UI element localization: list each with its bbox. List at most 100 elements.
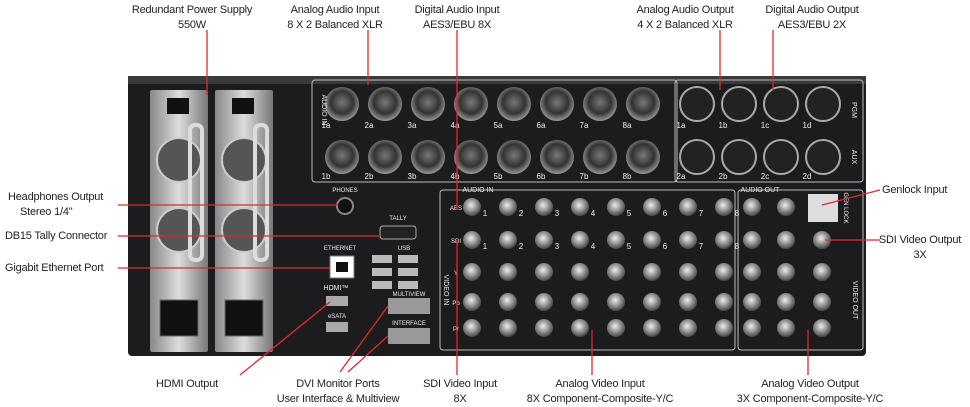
power-switch-icon (167, 98, 189, 114)
bnc-connector (571, 263, 589, 281)
xlr-input-4a (454, 87, 488, 121)
multiview-label: MULTIVIEW (393, 292, 426, 298)
bnc-number: 4 (591, 209, 596, 218)
xlr-input-2a (368, 87, 402, 121)
xlr-label: 1b (719, 121, 728, 130)
audio-in-section (311, 79, 678, 183)
phones-label: PHONES (332, 188, 357, 194)
bnc-connector (607, 198, 625, 216)
callout-text: Analog Audio Output (636, 4, 734, 16)
xlr-output-1c (763, 86, 799, 122)
xlr-label: 6a (537, 121, 546, 130)
bnc-output-connector (813, 231, 831, 249)
bnc-connector (607, 319, 625, 337)
bnc-connector (679, 293, 697, 311)
power-supply-2 (215, 90, 273, 352)
bnc-output-connector (813, 293, 831, 311)
callout-text: HDMI Output (156, 378, 218, 390)
xlr-output-2d (805, 139, 841, 175)
callout-text: Stereo 1/4" (20, 206, 73, 218)
bnc-connector (535, 198, 553, 216)
bnc-number: 5 (627, 242, 632, 251)
xlr-input-7a (583, 87, 617, 121)
bnc-connector (571, 319, 589, 337)
bnc-number: 3 (555, 209, 560, 218)
xlr-label: 2b (719, 172, 728, 181)
bnc-output-connector (777, 198, 795, 216)
xlr-input-3b (411, 140, 445, 174)
bnc-connector (679, 231, 697, 249)
hdmi-label: HDMI™ (324, 285, 349, 292)
callout-genlock: Genlock Input (882, 183, 947, 198)
callout-hdmi: HDMI Output (156, 377, 218, 392)
bnc-number: 2 (519, 242, 524, 251)
xlr-input-1b (325, 140, 359, 174)
pgm-label: PGM (850, 102, 857, 118)
tally-label: TALLY (389, 216, 406, 222)
bnc-output-connector (813, 263, 831, 281)
bnc-number: 1 (483, 209, 488, 218)
bnc-output-connector (743, 198, 761, 216)
callout-text: Redundant Power Supply (131, 4, 253, 16)
bnc-connector (715, 293, 733, 311)
xlr-label: 1c (761, 121, 769, 130)
bnc-connector (463, 231, 481, 249)
xlr-input-7b (583, 140, 617, 174)
bnc-connector (535, 263, 553, 281)
xlr-label: 5b (494, 172, 503, 181)
bnc-connector (643, 319, 661, 337)
xlr-input-2b (368, 140, 402, 174)
xlr-label: 4b (451, 172, 460, 181)
xlr-label: 4a (451, 121, 460, 130)
ethernet-socket (336, 262, 348, 272)
xlr-label: 7a (580, 121, 589, 130)
xlr-output-1d (805, 86, 841, 122)
xlr-label: 1a (677, 121, 686, 130)
dvi-interface-port-icon (388, 328, 430, 344)
dvi-multiview-port-icon (388, 298, 430, 314)
bnc-connector (571, 198, 589, 216)
callout-text: Digital Audio Input (414, 4, 500, 16)
ethernet-label: ETHERNET (324, 246, 357, 252)
bnc-connector (715, 263, 733, 281)
callout-text: AES3/EBU 8X (422, 19, 492, 31)
bnc-connector (571, 231, 589, 249)
bnc-output-connector (777, 319, 795, 337)
audio-in-label: AUDIO IN (320, 94, 327, 125)
row-label: AES (450, 206, 462, 212)
xlr-label: 2b (365, 172, 374, 181)
callout-text: Analog Audio Input (290, 4, 380, 16)
callout-text: 8X Component-Composite-Y/C (526, 393, 674, 405)
xlr-output-2b (721, 139, 757, 175)
bnc-connector (643, 231, 661, 249)
bnc-connector (499, 198, 517, 216)
bnc-output-connector (813, 319, 831, 337)
audio-out-label: AUDIO OUT (741, 187, 781, 194)
bnc-number: 4 (591, 242, 596, 251)
usb-port-icon (372, 255, 392, 263)
bnc-connector (463, 319, 481, 337)
xlr-label: 2c (761, 172, 769, 181)
power-inlet-icon (224, 299, 264, 337)
bnc-connector (463, 263, 481, 281)
xlr-label: 2a (365, 121, 374, 130)
bnc-output-connector (777, 231, 795, 249)
bnc-connector (499, 263, 517, 281)
callout-line (821, 189, 881, 206)
fan-icon (221, 207, 267, 253)
xlr-label: 8b (623, 172, 632, 181)
bnc-connector (715, 231, 733, 249)
bnc-connector (535, 319, 553, 337)
fan-icon (156, 207, 202, 253)
callout-text: Analog Video Output (761, 378, 859, 390)
psu-handle (188, 123, 204, 262)
bnc-output-connector (777, 263, 795, 281)
psu-handle (253, 123, 269, 262)
bnc-connector (499, 319, 517, 337)
